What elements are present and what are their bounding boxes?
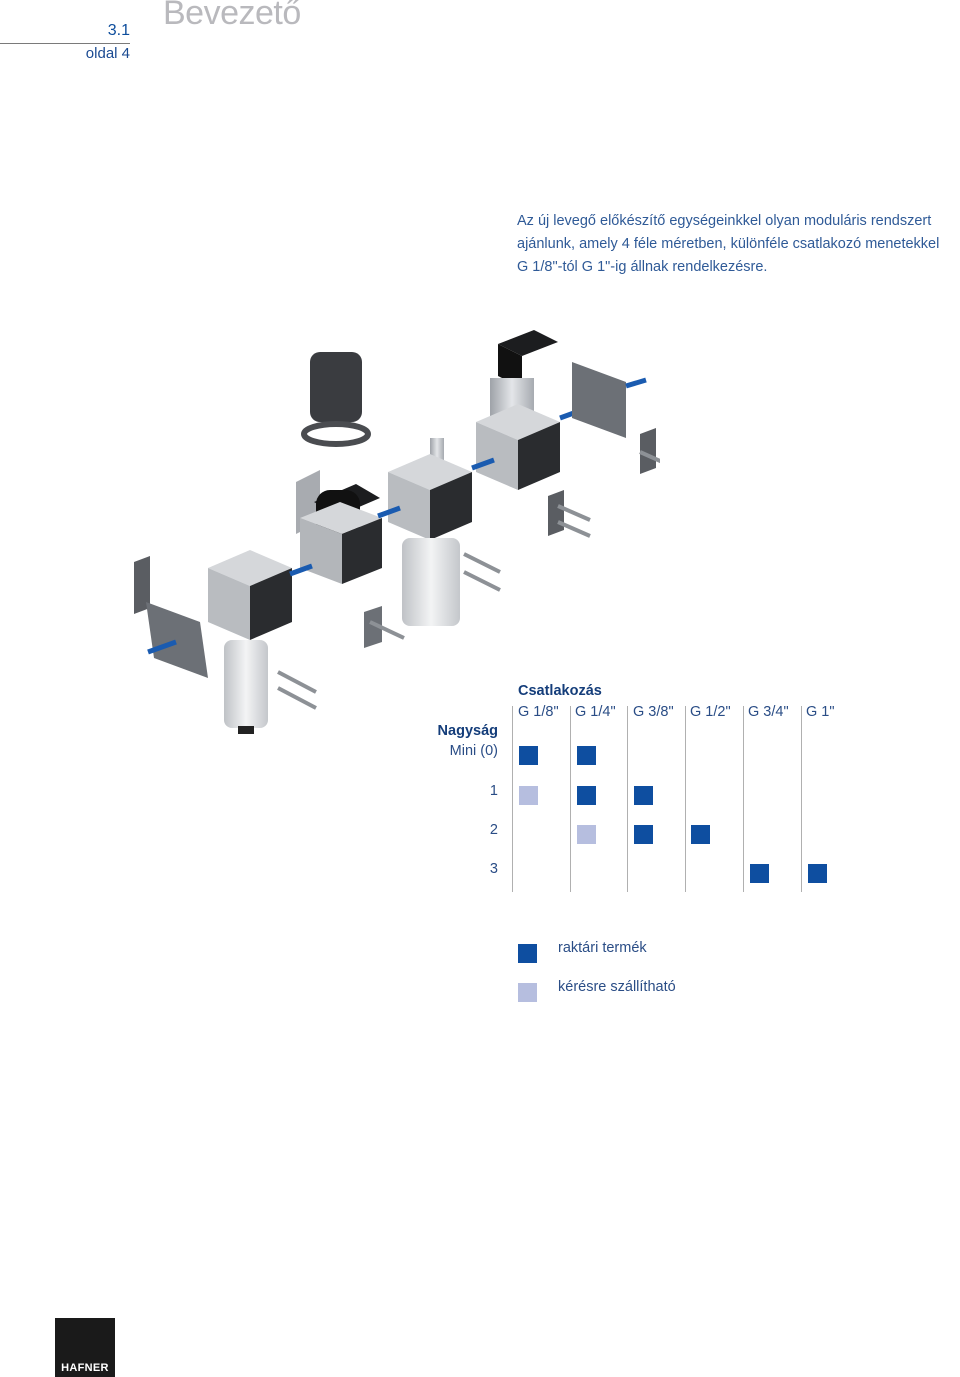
availability-cell-stock [634, 825, 653, 844]
end-plate-left [134, 556, 208, 678]
page-number: oldal 4 [85, 45, 130, 62]
filter-unit [208, 550, 317, 734]
page-title: Bevezető [163, 0, 301, 32]
column-divider [743, 706, 744, 892]
intro-line: G 1/8"-tól G 1"-ig állnak rendelkezésre. [517, 259, 768, 275]
row-label: Mini (0) [449, 743, 498, 759]
size-title: Nagyság [437, 723, 498, 739]
legend-request-swatch [518, 983, 537, 1002]
availability-cell-stock [691, 825, 710, 844]
availability-cell-request [519, 786, 538, 805]
availability-cell-stock [808, 864, 827, 883]
column-header: G 1" [806, 704, 835, 720]
column-divider [570, 706, 571, 892]
regulator-unit [289, 352, 382, 584]
row-label: 3 [489, 861, 498, 877]
column-header: G 1/4" [575, 704, 616, 720]
availability-cell-request [577, 825, 596, 844]
filter-regulator-unit [364, 438, 501, 648]
availability-cell-stock [577, 746, 596, 765]
column-header: G 1/2" [690, 704, 731, 720]
legend-stock-swatch [518, 944, 537, 963]
logo-text: HAFNER [61, 1362, 109, 1374]
column-divider [685, 706, 686, 892]
legend-stock-label: raktári termék [558, 940, 647, 956]
end-plate-right [548, 362, 660, 538]
intro-line: Az új levegő előkészítő egységeinkkel ol… [517, 213, 932, 229]
hafner-logo: HAFNER [55, 1318, 115, 1377]
availability-cell-stock [750, 864, 769, 883]
legend-request-label: kérésre szállítható [558, 979, 676, 995]
header-rule [0, 43, 130, 44]
availability-cell-stock [519, 746, 538, 765]
intro-paragraph: Az új levegő előkészítő egységeinkkel ol… [517, 210, 957, 279]
column-header: G 3/8" [633, 704, 674, 720]
row-label: 1 [489, 783, 498, 799]
column-divider [627, 706, 628, 892]
row-label: 2 [489, 822, 498, 838]
section-number: 3.1 [107, 22, 130, 39]
column-divider [801, 706, 802, 892]
column-divider [512, 706, 513, 892]
availability-cell-stock [634, 786, 653, 805]
column-header: G 3/4" [748, 704, 789, 720]
exploded-modular-unit-illustration [134, 330, 660, 734]
availability-cell-stock [577, 786, 596, 805]
column-header: G 1/8" [518, 704, 559, 720]
solenoid-valve-unit [471, 330, 583, 490]
intro-line: ajánlunk, amely 4 féle méretben, különfé… [517, 236, 940, 252]
connection-title: Csatlakozás [518, 683, 602, 699]
